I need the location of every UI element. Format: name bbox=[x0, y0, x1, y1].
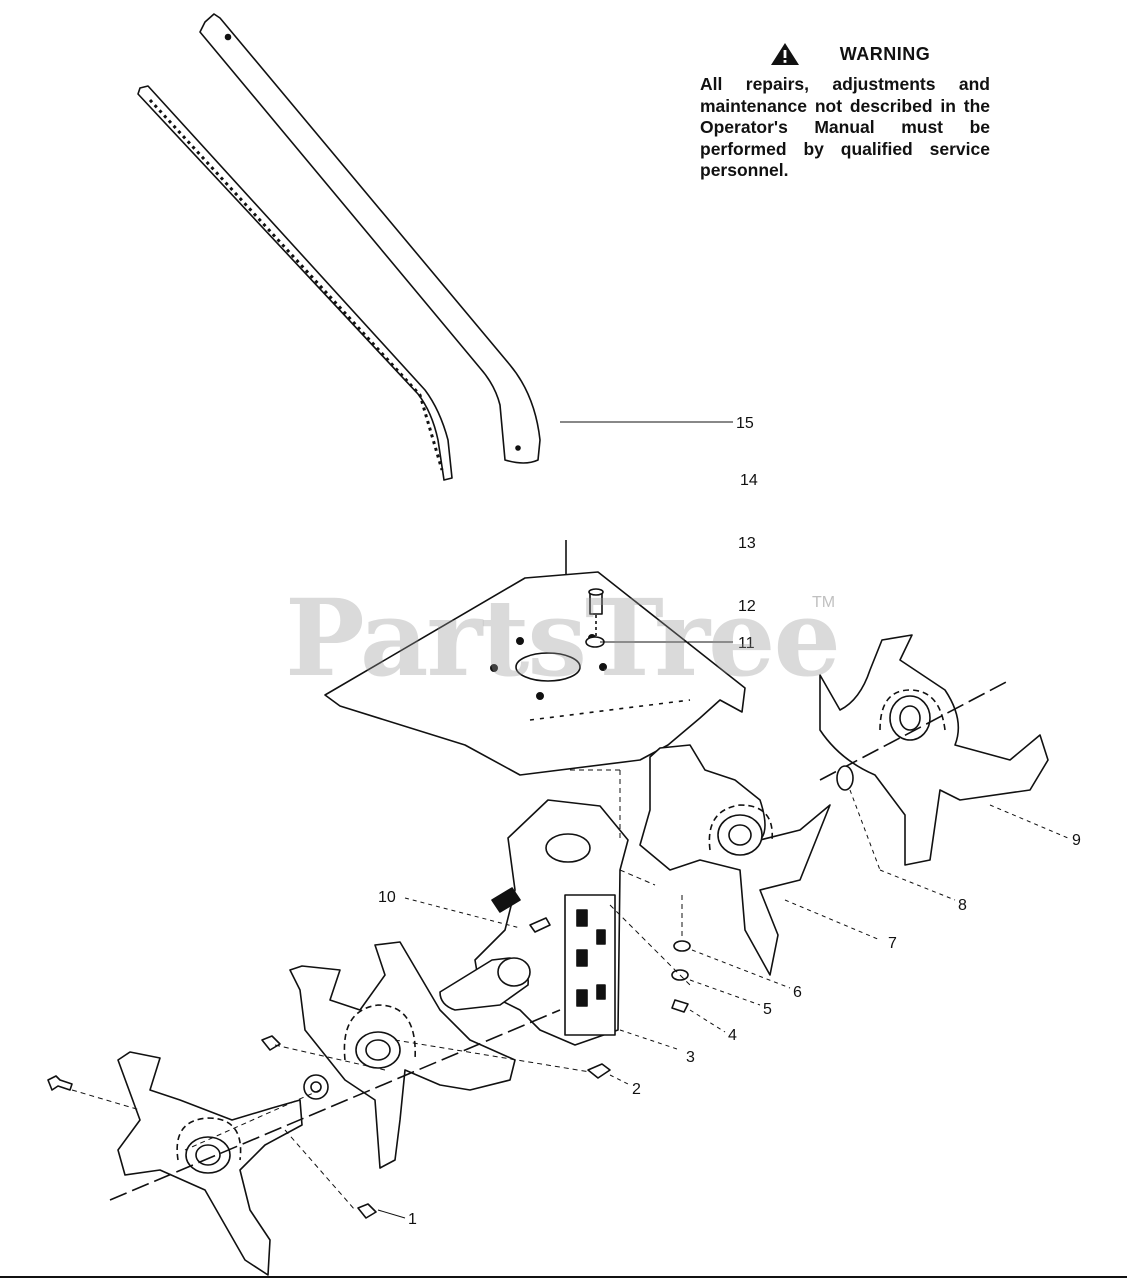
washer-6 bbox=[673, 940, 691, 952]
tine-bolt-left bbox=[47, 1075, 73, 1091]
callout-6: 6 bbox=[793, 984, 802, 1001]
callout-3: 3 bbox=[686, 1049, 695, 1066]
callout-11: 11 bbox=[738, 635, 755, 652]
drive-chain bbox=[137, 85, 453, 481]
watermark-text: PartsTree bbox=[285, 575, 841, 700]
assembly-lines bbox=[71, 769, 691, 1211]
tine-left bbox=[109, 1009, 561, 1276]
hairpin-clip-lower bbox=[357, 1203, 377, 1219]
callout-leaders bbox=[377, 421, 1069, 1219]
callout-12: 12 bbox=[738, 598, 756, 615]
hairpin-clip-upper bbox=[261, 1035, 281, 1051]
callout-8: 8 bbox=[958, 897, 967, 914]
callout-numbers: 1 2 3 4 5 6 7 8 9 10 11 12 13 14 15 bbox=[378, 415, 1081, 1228]
warning-header: WARNING bbox=[710, 42, 990, 66]
warning-notice: WARNING All repairs, adjustments and mai… bbox=[700, 42, 990, 182]
plate-bolt bbox=[585, 588, 605, 648]
tine-middle-right bbox=[639, 744, 831, 976]
callout-4: 4 bbox=[728, 1027, 737, 1044]
tine-washer-8 bbox=[836, 765, 854, 791]
callout-7: 7 bbox=[888, 935, 897, 952]
warning-text: All repairs, adjustments and maintenance… bbox=[700, 74, 990, 180]
callout-1: 1 bbox=[408, 1211, 417, 1228]
tine-middle-left bbox=[289, 941, 516, 1169]
callout-2: 2 bbox=[632, 1081, 641, 1098]
callout-5: 5 bbox=[763, 1001, 772, 1018]
warning-triangle-icon bbox=[770, 43, 799, 65]
handle-tube bbox=[199, 13, 541, 464]
watermark-trademark: TM bbox=[812, 594, 836, 611]
gearbox bbox=[439, 799, 629, 1046]
gearbox-bolt bbox=[529, 917, 551, 933]
callout-14: 14 bbox=[740, 472, 758, 489]
tine-right bbox=[819, 634, 1049, 866]
callout-13: 13 bbox=[738, 535, 756, 552]
tine-bolt-middle bbox=[587, 1063, 611, 1079]
washer-5 bbox=[671, 969, 689, 981]
tine-shield-plate bbox=[324, 540, 746, 776]
callout-15: 15 bbox=[736, 415, 754, 432]
warning-title: WARNING bbox=[839, 43, 931, 64]
callout-9: 9 bbox=[1072, 832, 1081, 849]
callout-10: 10 bbox=[378, 889, 396, 906]
pin-4 bbox=[671, 999, 689, 1013]
